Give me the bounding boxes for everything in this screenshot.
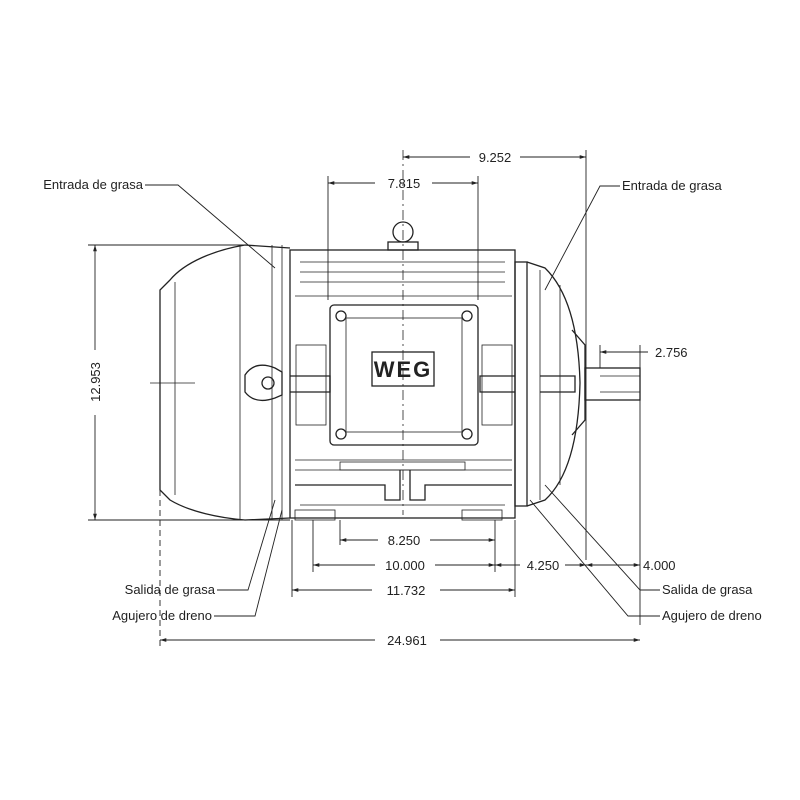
svg-text:Salida de grasa: Salida de grasa: [662, 582, 753, 597]
terminal-box: WEG: [329, 304, 479, 446]
svg-text:Salida de grasa: Salida de grasa: [125, 582, 216, 597]
svg-text:9.252: 9.252: [479, 150, 512, 165]
svg-text:Entrada de grasa: Entrada de grasa: [43, 177, 144, 192]
svg-text:4.250: 4.250: [527, 558, 560, 573]
weg-logo: WEG: [374, 357, 433, 382]
fan-cover: [150, 244, 291, 521]
callout-grease-inlet-left: Entrada de grasa: [43, 177, 276, 269]
svg-text:Agujero de dreno: Agujero de dreno: [662, 608, 762, 623]
grease-fitting-left: [244, 364, 283, 402]
dimension-11732: 11.732: [291, 520, 516, 598]
svg-text:12.953: 12.953: [88, 362, 103, 402]
svg-text:8.250: 8.250: [388, 533, 421, 548]
callout-drain-hole-left: Agujero de dreno: [112, 509, 283, 623]
dimension-8250: 8.250: [339, 520, 496, 572]
callout-grease-inlet-right: Entrada de grasa: [544, 178, 723, 291]
svg-text:11.732: 11.732: [387, 583, 426, 598]
dimension-height-12953: 12.953: [88, 244, 290, 521]
svg-text:Agujero de dreno: Agujero de dreno: [112, 608, 212, 623]
dimension-overall-24961: 24.961: [159, 490, 640, 648]
dimension-4000: 4.000: [586, 558, 676, 573]
svg-text:Entrada de grasa: Entrada de grasa: [622, 178, 723, 193]
callout-grease-outlet-left: Salida de grasa: [125, 499, 276, 597]
end-shield: [514, 261, 586, 507]
dimension-shaft-2756: 2.756: [599, 345, 688, 625]
svg-text:2.756: 2.756: [655, 345, 688, 360]
callout-grease-outlet-right: Salida de grasa: [544, 484, 753, 597]
callout-drain-hole-right: Agujero de dreno: [529, 499, 762, 623]
motor-frame: [289, 249, 516, 521]
svg-text:4.000: 4.000: [643, 558, 676, 573]
svg-text:7.815: 7.815: [388, 176, 421, 191]
dimension-7815: 7.815: [327, 176, 479, 300]
dimension-9252: 9.252: [403, 150, 587, 560]
shaft: [584, 367, 641, 401]
dimension-10000: 10.000: [312, 520, 495, 573]
dimension-4250: 4.250: [495, 558, 586, 573]
svg-text:10.000: 10.000: [385, 558, 425, 573]
svg-text:24.961: 24.961: [387, 633, 427, 648]
